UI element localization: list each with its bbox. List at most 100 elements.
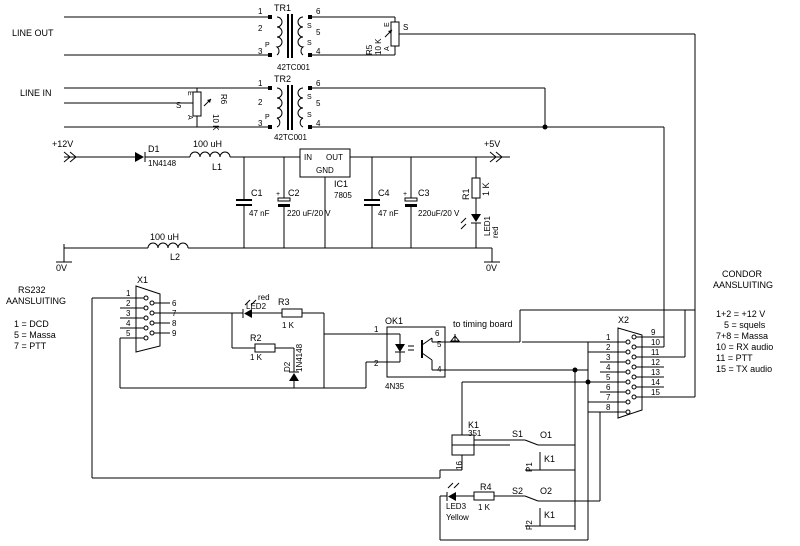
x1-title-line1: RS232 <box>18 285 46 295</box>
s2-k: K1 <box>544 510 555 520</box>
r6-s-label: S <box>176 101 181 110</box>
s2-contact: O2 <box>540 486 552 496</box>
tr2-pin5: 5 <box>316 99 321 108</box>
x2-title-line1: CONDOR <box>722 269 762 279</box>
potentiometer-r6: S 10 K R6 A E <box>64 88 228 131</box>
plus5v-label: +5V <box>484 139 500 149</box>
ic1-part: 7805 <box>334 191 352 200</box>
led1-color: red <box>491 226 500 238</box>
l2-name: L2 <box>170 252 180 262</box>
r5-name: R5 <box>365 44 374 55</box>
x2-pin9: 9 <box>651 328 656 337</box>
ic1-in: IN <box>304 153 312 162</box>
c2-value: 220 uF/20 V <box>287 209 331 218</box>
r1-value: 1 K <box>481 182 491 196</box>
tr2-pin3: 3 <box>258 119 263 128</box>
switch-s1: S1 O1 P1 K1 <box>500 429 575 472</box>
x2-pin1: 1 <box>606 333 611 342</box>
tr2-part: 42TC001 <box>274 133 307 142</box>
r6-a-label: A <box>186 115 193 120</box>
tr2-pin6: 6 <box>316 79 321 88</box>
ok1-pin5: 5 <box>437 340 442 349</box>
switch-s2: S2 O2 P2 K1 <box>512 412 601 530</box>
line-in-section: LINE IN 1 2 3 <box>20 79 268 128</box>
x1-pin5: 5 <box>126 329 131 338</box>
x2-pin5: 5 <box>606 373 611 382</box>
connector-x2: X2 <box>600 269 773 419</box>
x1-name: X1 <box>137 275 148 285</box>
transformer-tr1: TR1 P S S 42TC001 6 5 4 <box>265 3 395 72</box>
svg-text:+: + <box>276 191 280 198</box>
led1-name: LED1 <box>483 215 492 236</box>
r5-e-label: E <box>384 22 391 27</box>
x2-pin2: 2 <box>606 343 611 352</box>
r4-name: R4 <box>480 482 492 492</box>
d1-part: 1N4148 <box>148 159 177 168</box>
x1-legend-1: 1 = DCD <box>14 319 49 329</box>
x1-pin9: 9 <box>172 329 177 338</box>
tr2-s-label-b: S <box>307 112 312 119</box>
c2-name: C2 <box>288 188 300 198</box>
d2-name: D2 <box>283 361 292 372</box>
x2-pin7: 7 <box>606 393 611 402</box>
c4-name: C4 <box>378 188 390 198</box>
ok1-name: OK1 <box>385 316 403 326</box>
ic1-out: OUT <box>326 153 343 162</box>
tr1-pin4: 4 <box>316 47 321 56</box>
x2-legend-3: 7+8 = Massa <box>716 331 768 341</box>
ok1-pin6: 6 <box>435 329 440 338</box>
tr2-name: TR2 <box>274 74 291 84</box>
r5-s-label: S <box>403 23 408 32</box>
led2-name: LED2 <box>246 302 267 311</box>
k1-name: K1 <box>468 420 479 430</box>
tr2-pin2: 2 <box>258 98 263 107</box>
r3-name: R3 <box>278 297 290 307</box>
led3-color: Yellow <box>446 513 469 522</box>
x1-title-line2: AANSLUITING <box>6 296 66 306</box>
x2-pins: 1 2 3 4 5 6 7 8 9 10 11 12 13 14 15 <box>600 328 664 415</box>
tr1-s-label-a: S <box>307 23 312 30</box>
plus12v-label: +12V <box>52 139 73 149</box>
k1-pin16: 16 <box>455 461 464 470</box>
l1-name: L1 <box>212 162 222 172</box>
x2-pin13: 13 <box>651 368 660 377</box>
tr1-s-label-b: S <box>307 40 312 47</box>
tr1-pin6: 6 <box>316 7 321 16</box>
x1-pin1: 1 <box>126 289 131 298</box>
c1-value: 47 nF <box>249 209 270 218</box>
r3-value: 1 K <box>282 321 295 330</box>
r2-value: 1 K <box>250 353 263 362</box>
tr1-name: TR1 <box>274 3 291 13</box>
x1-pin2: 2 <box>126 299 131 308</box>
r4-value: 1 K <box>478 503 491 512</box>
ic1-gnd: GND <box>316 166 334 175</box>
line-out-section: LINE OUT 1 2 3 <box>12 7 268 56</box>
r2-name: R2 <box>250 333 262 343</box>
tr2-pin4: 4 <box>316 119 321 128</box>
x1-pin3: 3 <box>126 309 131 318</box>
x1-pins: 1 2 3 4 5 6 7 8 9 <box>120 289 177 341</box>
x2-pin3: 3 <box>606 353 611 362</box>
r6-e-label: E <box>186 91 193 96</box>
led3-branch: LED3 Yellow R4 1 K <box>439 482 525 540</box>
tr1-part: 42TC001 <box>277 63 310 72</box>
x1-legend-3: 7 = PTT <box>14 341 47 351</box>
x2-pin4: 4 <box>606 363 611 372</box>
ic1-name: IC1 <box>334 179 348 189</box>
r6-value: 10 K <box>211 114 220 131</box>
c1-name: C1 <box>251 188 263 198</box>
rs232-wiring: red LED2 R3 1 K R2 1 K D2 1N4148 <box>91 293 440 479</box>
relay-k1: K1 351 16 <box>439 420 510 478</box>
ok1-pin2: 2 <box>374 359 379 368</box>
led3-name: LED3 <box>446 502 467 511</box>
potentiometer-r5: S R5 10 K E A <box>365 17 695 55</box>
power-supply: +12V D1 1N4148 100 uH L1 IN OUT GND IC1 … <box>52 139 510 273</box>
ok1-pin1: 1 <box>374 325 379 334</box>
line-in-label: LINE IN <box>20 88 52 98</box>
tr2-pin1: 1 <box>258 79 263 88</box>
tr1-pin5: 5 <box>316 28 321 37</box>
to-timing-board-label: to timing board <box>453 319 513 329</box>
x2-title-line2: AANSLUITING <box>713 280 773 290</box>
ok1-part: 4N35 <box>385 382 405 391</box>
tr1-pin1: 1 <box>258 7 263 16</box>
